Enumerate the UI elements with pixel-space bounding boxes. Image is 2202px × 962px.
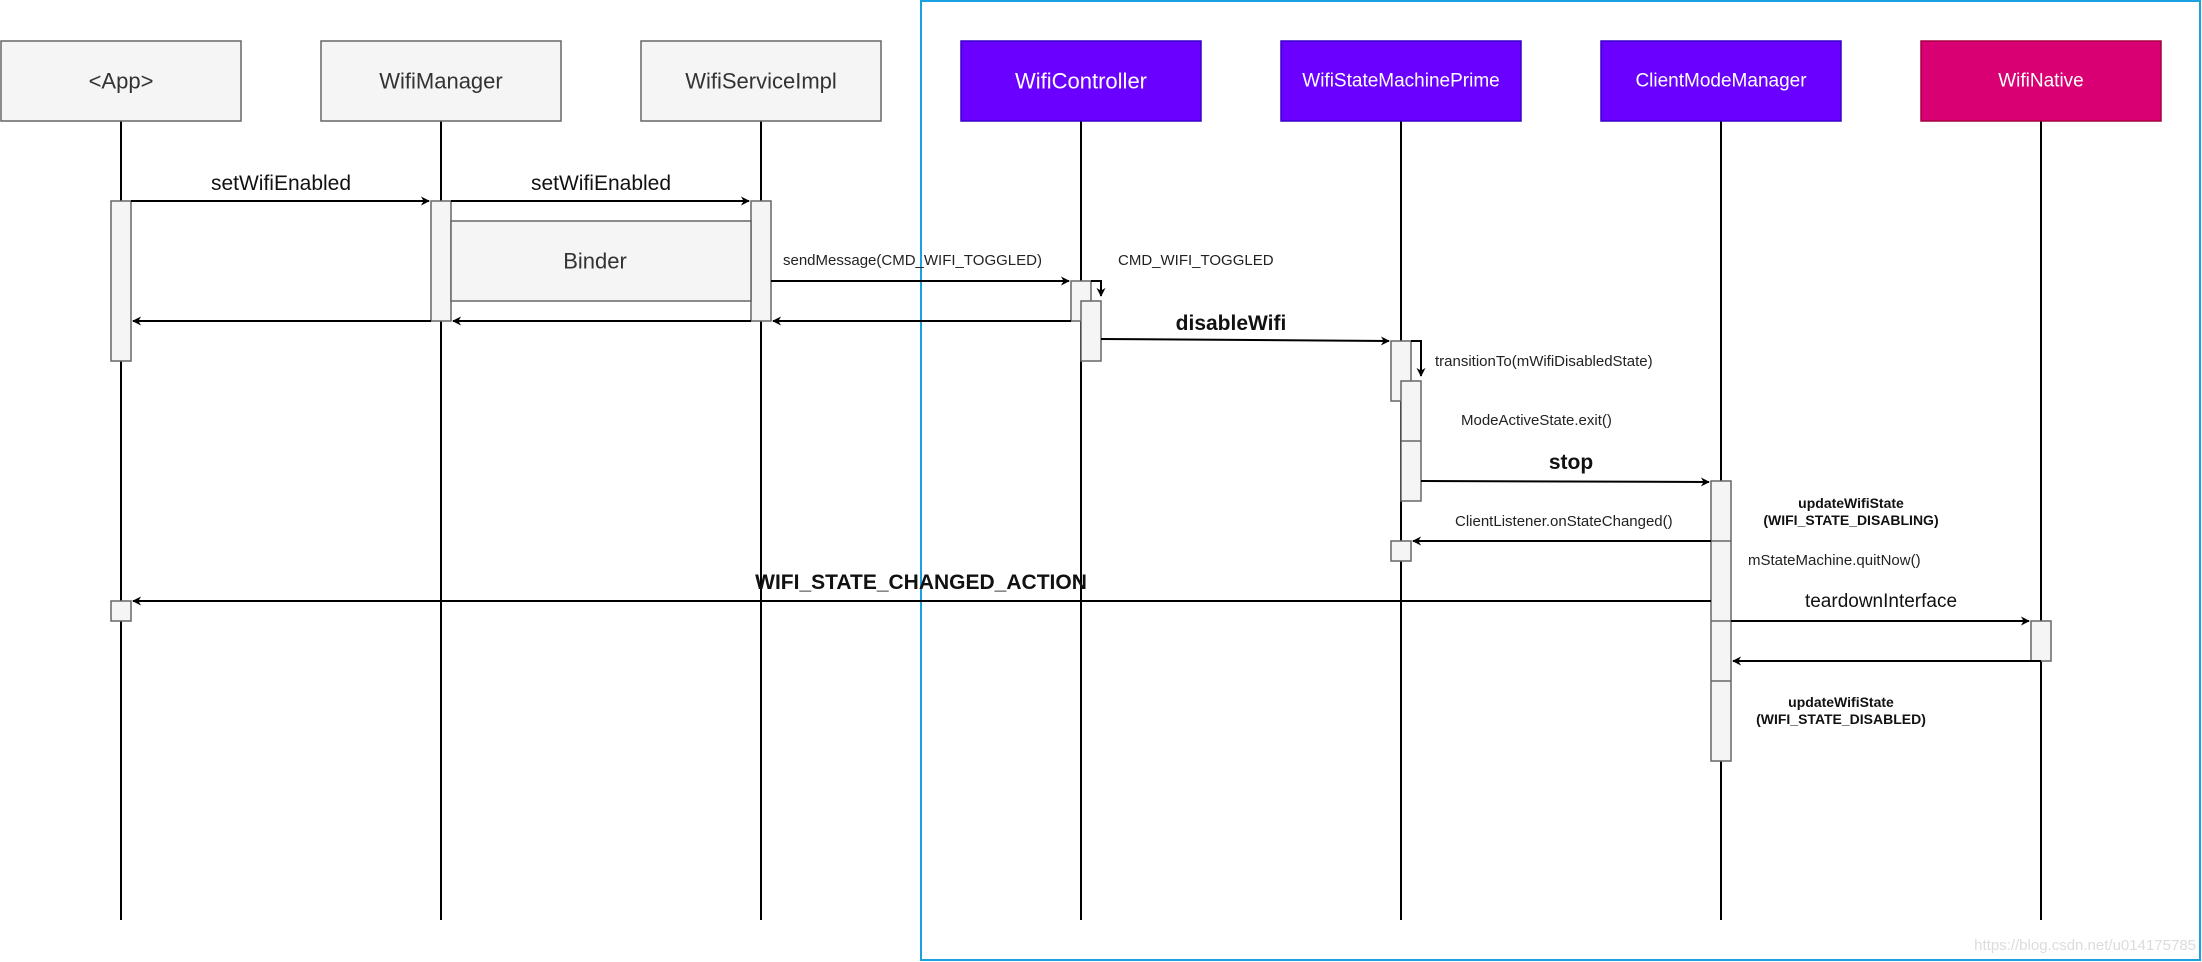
participant-label: ClientModeManager: [1635, 71, 1807, 92]
arrow-transition-to-self: [1411, 340, 1426, 377]
participant-box: [960, 40, 1202, 122]
activation-app: [110, 200, 132, 362]
label-update-disabled-2: (WIFI_STATE_DISABLED): [1756, 711, 1926, 727]
participant-box: [1920, 40, 2162, 122]
participant-label: WifiServiceImpl: [685, 69, 837, 94]
label-set-wifi-enabled-1: setWifiEnabled: [211, 172, 351, 195]
label-mode-active-exit: ModeActiveState.exit(): [1461, 412, 1612, 429]
arrow-stop: [1420, 477, 1710, 487]
participant-box: [0, 40, 242, 122]
participant-app: <App>: [0, 40, 242, 122]
activation-bars: [110, 200, 2052, 762]
participant-wifinative: WifiNative: [1920, 40, 2162, 122]
arrow-disable-wifi: [1100, 336, 1390, 346]
participant-wifistatemachineprime: WifiStateMachinePrime: [1280, 40, 1522, 122]
participant-clientmodemanager: ClientModeManager: [1600, 40, 1842, 122]
participant-box: [1280, 40, 1522, 122]
label-update-disabled-1: updateWifiState: [1788, 694, 1894, 710]
activation-wifinative: [2030, 620, 2052, 662]
binder-block: Binder: [450, 220, 752, 302]
activation-wsmp-callback: [1390, 540, 1412, 562]
binder-label: Binder: [563, 249, 627, 274]
label-set-wifi-enabled-2: setWifiEnabled: [531, 172, 671, 195]
framework-boundary-frame: [920, 0, 2201, 961]
participant-wifiserviceimpl: WifiServiceImpl: [640, 40, 882, 122]
label-update-disabling-1: updateWifiState: [1798, 495, 1904, 511]
activation-wifiserviceimpl: [750, 200, 772, 322]
participant-wifimanager: WifiManager: [320, 40, 562, 122]
participant-label: WifiController: [1015, 69, 1147, 94]
arrow-cmd-toggled-self: [1091, 280, 1106, 297]
label-update-disabling-2: (WIFI_STATE_DISABLING): [1763, 512, 1938, 528]
label-stop: stop: [1549, 451, 1593, 474]
label-send-message: sendMessage(CMD_WIFI_TOGGLED): [783, 252, 1042, 269]
label-quit-now: mStateMachine.quitNow(): [1748, 552, 1921, 569]
participant-box: [1600, 40, 1842, 122]
participant-box: [640, 40, 882, 122]
participant-wificontroller: WifiController: [960, 40, 1202, 122]
label-state-changed-action: WIFI_STATE_CHANGED_ACTION: [755, 571, 1087, 594]
activation-wificontroller-nested: [1080, 300, 1102, 362]
message-arrows: [131, 196, 2041, 666]
activation-wifimanager: [430, 200, 452, 322]
watermark: https://blog.csdn.net/u014175785: [1974, 937, 2196, 954]
participant-label: WifiManager: [379, 69, 502, 94]
label-client-listener: ClientListener.onStateChanged(): [1455, 513, 1673, 530]
lifelines: [120, 121, 2042, 920]
label-cmd-wifi-toggled: CMD_WIFI_TOGGLED: [1118, 252, 1274, 269]
label-teardown-interface: teardownInterface: [1805, 591, 1957, 612]
label-disable-wifi: disableWifi: [1176, 312, 1287, 335]
participant-label: WifiNative: [1998, 71, 2084, 92]
binder-box: [450, 220, 752, 302]
participant-label: <App>: [89, 69, 154, 94]
participant-label: WifiStateMachinePrime: [1302, 71, 1499, 92]
activation-app-event: [110, 600, 132, 622]
message-labels: setWifiEnabled setWifiEnabled sendMessag…: [211, 172, 1957, 727]
label-transition-to: transitionTo(mWifiDisabledState): [1435, 353, 1653, 370]
participant-box: [320, 40, 562, 122]
